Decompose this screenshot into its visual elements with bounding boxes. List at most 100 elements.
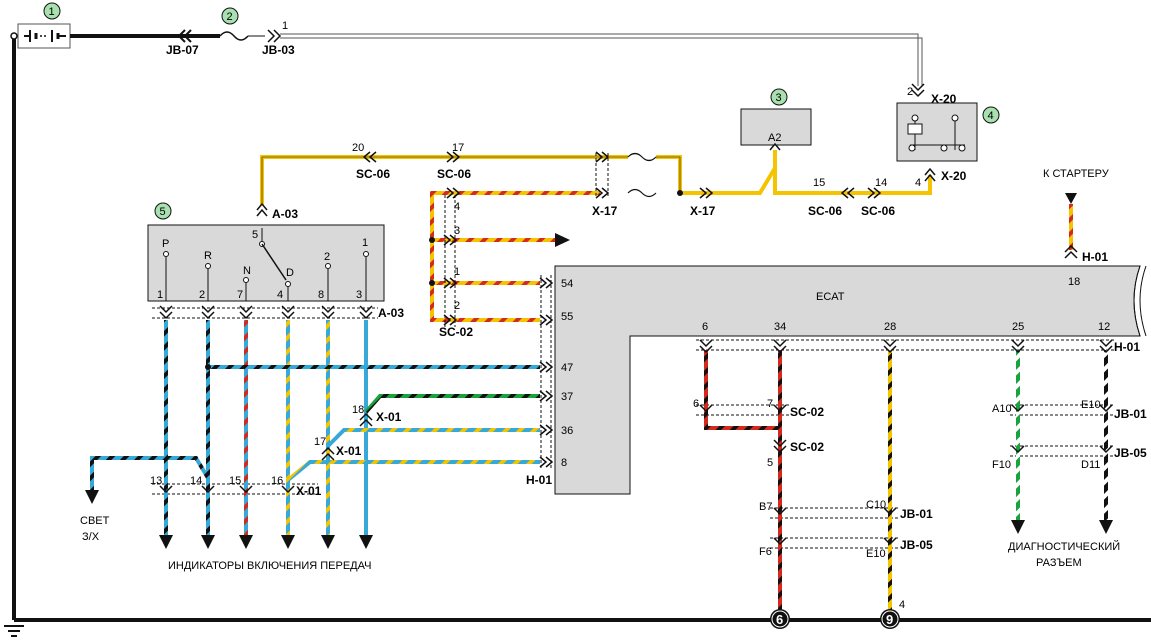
svg-text:6: 6 — [776, 612, 783, 627]
x17-label-a: X-17 — [592, 204, 618, 218]
relay-x20-bottom: X-20 — [941, 169, 967, 183]
switch-pin-1: 1 — [157, 289, 163, 301]
badge-5: 5 — [154, 202, 172, 220]
switch-pin-4: 4 — [277, 289, 283, 301]
pin-15: 15 — [813, 177, 825, 189]
light-label-line2: З/Х — [82, 531, 100, 543]
switch-pin-2: 2 — [199, 289, 205, 301]
right-pin-c10: C10 — [866, 499, 886, 511]
jb05-right-b: JB-05 — [1114, 446, 1147, 460]
x01-pin-15: 15 — [229, 475, 241, 487]
diag-label-line2: РАЗЪЕМ — [1036, 557, 1082, 569]
ecat-pin-25: 25 — [1012, 321, 1024, 333]
ecat-pin-34: 34 — [774, 321, 786, 333]
jb05-right-a: JB-05 — [900, 538, 933, 552]
sc02-pin-2: 2 — [454, 300, 460, 312]
switch-pos-r: R — [204, 250, 212, 262]
ecat-pin-12: 12 — [1098, 321, 1110, 333]
jb01-right-a: JB-01 — [900, 507, 933, 521]
ground-frame — [4, 36, 1151, 637]
gear-indicators-label: ИНДИКАТОРЫ ВКЛЮЧЕНИЯ ПЕРЕДАЧ — [168, 560, 371, 572]
ground-badge-9: 9 — [880, 609, 900, 629]
sc02-pin-1: 1 — [454, 266, 460, 278]
right-pin-5: 5 — [767, 457, 773, 469]
switch-pin-5: 5 — [252, 229, 258, 241]
sc02-label: SC-02 — [439, 325, 473, 339]
ecat-pin-47: 47 — [561, 362, 573, 374]
switch-pin-8: 8 — [318, 289, 324, 301]
svg-text:3: 3 — [776, 92, 782, 104]
svg-text:5: 5 — [160, 206, 166, 218]
x01-label-c: X-01 — [296, 484, 322, 498]
ecat-h01-bottom: H-01 — [1114, 340, 1140, 354]
sc06-label-a: SC-06 — [356, 167, 390, 181]
sc02-right-a: SC-02 — [790, 405, 824, 419]
a03-label-top: A-03 — [272, 207, 298, 221]
fuse-icon — [219, 31, 249, 41]
pin-20: 20 — [352, 142, 364, 154]
right-pin-7: 7 — [767, 398, 773, 410]
right-pin-e10b: E10 — [1081, 399, 1101, 411]
sc06-label-b: SC-06 — [437, 167, 471, 181]
badge-1: 1 — [43, 2, 61, 20]
a03-label-bottom: A-03 — [378, 306, 404, 320]
ecat-h01-top: H-01 — [1082, 250, 1108, 264]
module-3 — [740, 108, 812, 146]
switch-pos-2: 2 — [324, 251, 330, 263]
diag-label-line1: ДИАГНОСТИЧЕСКИЙ — [1008, 540, 1120, 553]
ecat-module — [554, 265, 1141, 495]
ground-badge-6: 6 — [770, 609, 790, 629]
relay-x20-top: X-20 — [931, 92, 957, 106]
switch-pos-p: P — [162, 238, 169, 250]
switch-pos-d: D — [286, 267, 294, 279]
jb03-pin-label: 1 — [282, 20, 288, 32]
x01-pin-16: 16 — [271, 475, 283, 487]
switch-pin-7: 7 — [237, 289, 243, 301]
ecat-pin-54: 54 — [561, 278, 573, 290]
ecat-pin-18: 18 — [1068, 276, 1080, 288]
right-pin-b7: B7 — [759, 501, 772, 513]
right-pin-e10: E10 — [866, 548, 886, 560]
switch-pos-n: N — [243, 265, 251, 277]
sc02-pin-4: 4 — [454, 201, 460, 213]
x01-pin-18: 18 — [352, 404, 364, 416]
pin-17-top: 17 — [452, 142, 464, 154]
x01-pin-17: 17 — [314, 436, 326, 448]
ecat-pin-6: 6 — [702, 321, 708, 333]
badge-2: 2 — [221, 7, 239, 25]
badge-3: 3 — [770, 88, 788, 106]
relay-4 — [896, 102, 978, 162]
jb07-connector — [177, 29, 192, 43]
jb03-label: JB-03 — [262, 43, 295, 57]
pin-14: 14 — [875, 177, 887, 189]
ecat-label: ECAT — [816, 291, 845, 303]
light-label-line1: СВЕТ — [80, 515, 110, 527]
x17-label-b: X-17 — [690, 204, 716, 218]
badge-4: 4 — [982, 106, 1000, 124]
jb07-label: JB-07 — [166, 43, 199, 57]
svg-text:2: 2 — [227, 11, 233, 23]
x01-label-b: X-01 — [336, 444, 362, 458]
selector-switch-5 — [147, 224, 385, 302]
right-pin-a10: A10 — [992, 403, 1012, 415]
right-pin-4: 4 — [899, 599, 905, 611]
starter-label: К СТАРТЕРУ — [1043, 168, 1110, 180]
right-pin-f6: F6 — [759, 546, 772, 558]
ecat-pin-28: 28 — [884, 321, 896, 333]
x01-label-a: X-01 — [376, 410, 402, 424]
sc02-right-b: SC-02 — [790, 440, 824, 454]
ecat-pin-37: 37 — [561, 391, 573, 403]
right-pin-f10: F10 — [992, 459, 1011, 471]
ecat-pin-36: 36 — [561, 425, 573, 437]
svg-text:1: 1 — [49, 6, 55, 18]
svg-text:9: 9 — [886, 612, 893, 627]
switch-pos-1: 1 — [362, 237, 368, 249]
sc02-pin-3: 3 — [454, 225, 460, 237]
module-a2-label: A2 — [768, 132, 781, 144]
sc06-label-c: SC-06 — [808, 204, 842, 218]
x01-pin-14: 14 — [190, 475, 202, 487]
right-pin-d11: D11 — [1081, 459, 1100, 471]
sc06-label-d: SC-06 — [861, 204, 895, 218]
right-pin-6: 6 — [693, 398, 699, 410]
